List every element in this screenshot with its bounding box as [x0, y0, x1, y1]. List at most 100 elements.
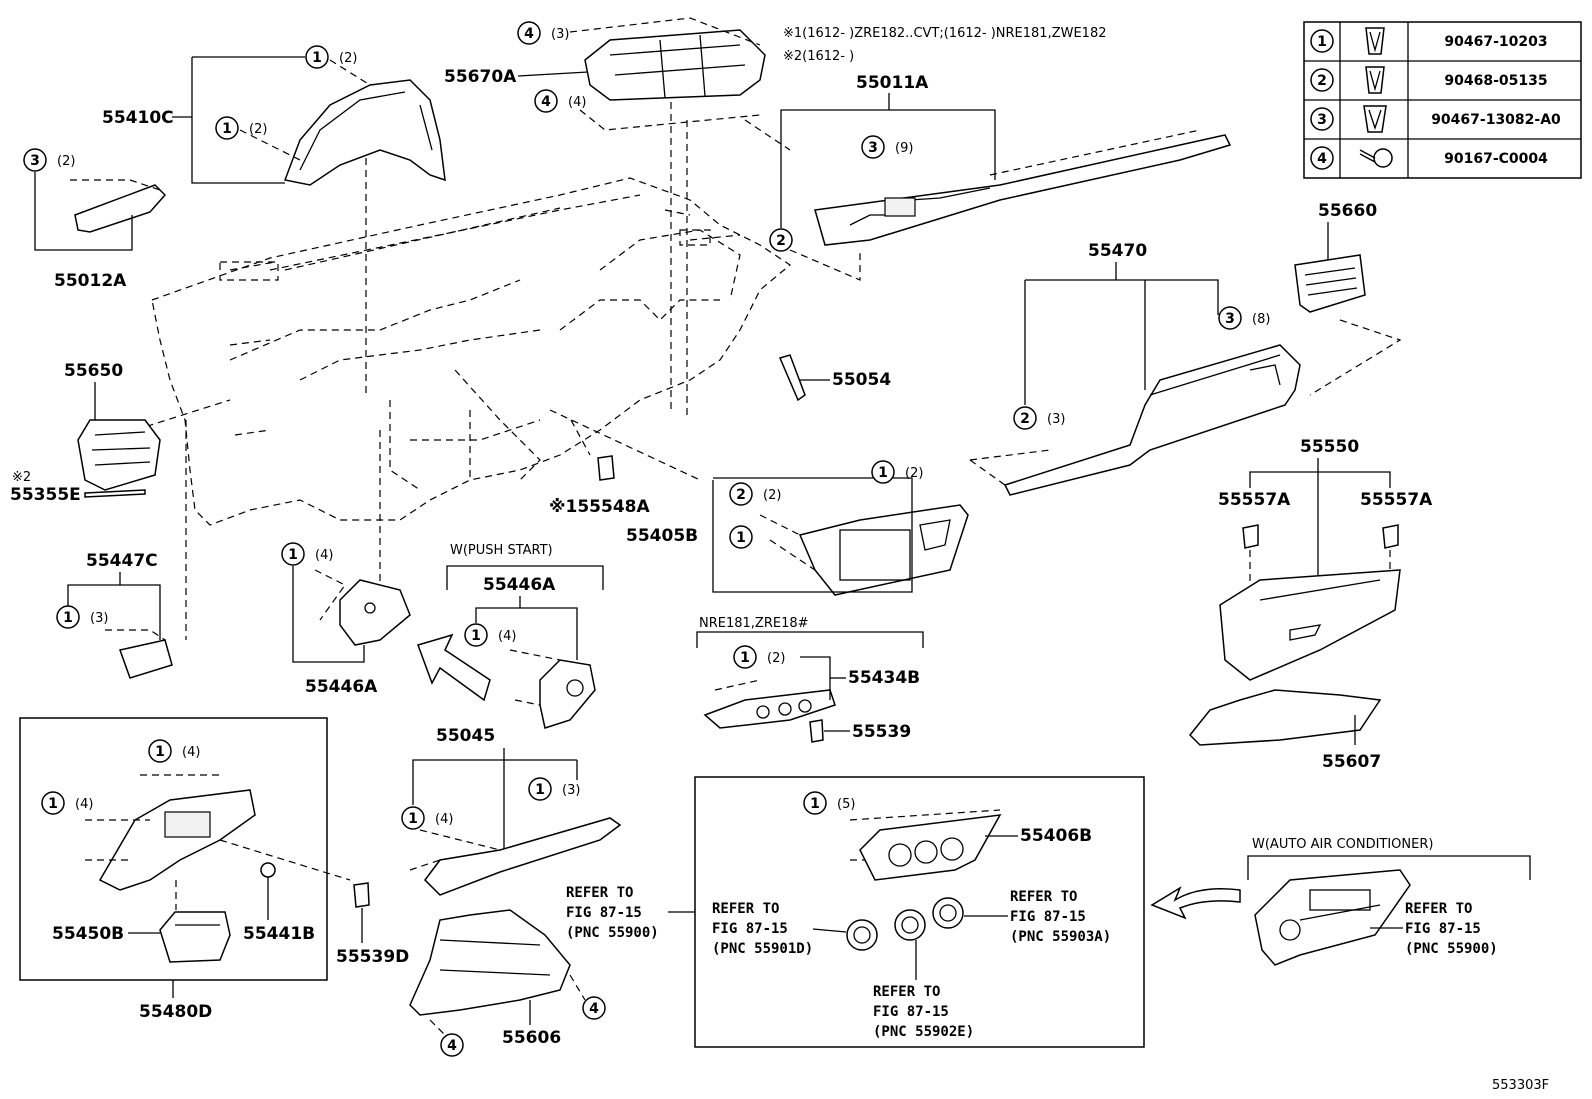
ref-fig: FIG 87-15 — [873, 1004, 949, 1020]
callout-qty: (3) — [551, 27, 569, 42]
guide-line — [969, 459, 1006, 486]
bracket — [412, 748, 578, 860]
guide-line — [789, 249, 861, 281]
part-55446a-left: 55446A — [305, 677, 378, 697]
note-mark-2: ※2 — [12, 470, 31, 485]
callout-qty: (5) — [837, 797, 855, 812]
legend-part-1: 90467-10203 — [1444, 34, 1547, 50]
label-nre: NRE181,ZRE18# — [699, 616, 809, 631]
leader — [812, 928, 847, 933]
ref-55901d: REFER TO FIG 87-15 (PNC 55901D) — [712, 901, 847, 957]
direction-arrow — [417, 633, 491, 702]
callout-qty: (2) — [249, 122, 267, 137]
part-55450b: 55450B — [52, 924, 124, 944]
guide-line — [105, 629, 166, 641]
part-55557a-left: 55557A — [1218, 490, 1291, 510]
callout-1: 1 — [312, 50, 322, 66]
callout-qty: (3) — [562, 783, 580, 798]
bracket — [475, 596, 578, 660]
knob-right — [932, 897, 964, 929]
ref-fig: FIG 87-15 — [1405, 921, 1481, 937]
ref-fig: FIG 87-15 — [712, 921, 788, 937]
callout-qty: (2) — [767, 651, 785, 666]
callout-2: 2 — [736, 487, 746, 503]
guide-line — [409, 829, 501, 871]
part-55470: 55470 — [1088, 241, 1147, 261]
guide-line — [549, 409, 701, 481]
ref-text: REFER TO — [873, 984, 940, 1000]
legend-num-4-text: 4 — [1317, 151, 1327, 167]
panel-strip-55011a — [814, 134, 1232, 246]
part-55447c: 55447C — [86, 551, 158, 571]
switch-panel-55446a — [339, 579, 411, 646]
stopper-left — [1242, 524, 1259, 549]
legend-num-3-text: 3 — [1317, 112, 1327, 128]
callout-1: 1 — [288, 547, 298, 563]
screw-icon — [1359, 148, 1393, 168]
bracket — [1249, 458, 1391, 575]
bracket — [1247, 855, 1531, 880]
callout-qty: (4) — [75, 797, 93, 812]
callout-4: 4 — [447, 1038, 457, 1054]
side-vent-55650 — [77, 419, 161, 491]
cluster-hood-55410c — [283, 79, 446, 186]
guide-line — [314, 569, 346, 621]
callout-qty: (9) — [895, 141, 913, 156]
callout-qty: (2) — [763, 488, 781, 503]
callout-1: 1 — [810, 796, 820, 812]
guide-line — [570, 419, 591, 456]
ref-pnc: (PNC 55900) — [566, 925, 659, 941]
callout-3: 3 — [868, 140, 878, 156]
ref-text: REFER TO — [712, 901, 779, 917]
legend-num-1 — [1310, 29, 1334, 53]
fastener-legend: 1 90467-10203 2 90468-05135 3 90467-1308… — [1303, 21, 1582, 179]
part-55650: 55650 — [64, 361, 123, 381]
figure-id: 553303F — [1492, 1078, 1549, 1093]
guide-line — [70, 179, 161, 191]
switch-bezel-55434b — [703, 689, 836, 729]
guide-line — [85, 774, 220, 861]
guide-line — [329, 59, 371, 86]
coin-box-55450b — [159, 911, 231, 963]
stopper-right — [1382, 524, 1399, 549]
callout-3: 3 — [1225, 311, 1235, 327]
clip-55548a — [597, 455, 615, 481]
instrument-panel-outline — [151, 177, 792, 526]
guide-line — [759, 514, 816, 571]
legend-part-4: 90167-C0004 — [1444, 151, 1548, 167]
part-55607: 55607 — [1322, 752, 1381, 772]
callout-1: 1 — [740, 650, 750, 666]
note-2: ※2(1612- ) — [783, 49, 854, 64]
callout-4: 4 — [541, 94, 551, 110]
part-55446a-push: 55446A — [483, 575, 556, 595]
ref-55900-left: REFER TO FIG 87-15 (PNC 55900) — [566, 885, 695, 941]
part-55660: 55660 — [1318, 201, 1377, 221]
part-55405b: 55405B — [626, 526, 698, 546]
bracket — [446, 565, 604, 590]
callout-2: 2 — [776, 233, 786, 249]
lower-panel-55470 — [1003, 344, 1301, 496]
guide-line — [134, 399, 231, 431]
callout-4: 4 — [589, 1001, 599, 1017]
clip-55441b — [260, 862, 276, 895]
center-bezel-55405b — [798, 504, 969, 596]
guide-line — [969, 449, 1051, 461]
part-55557a-right: 55557A — [1360, 490, 1433, 510]
legend-num-4 — [1310, 146, 1334, 170]
legend-part-2: 90468-05135 — [1444, 73, 1547, 89]
part-55045: 55045 — [436, 726, 495, 746]
leader — [800, 656, 831, 700]
part-55548a: ※155548A — [549, 497, 650, 517]
bracket — [67, 572, 161, 640]
curved-arrow — [1150, 886, 1241, 920]
guide-line — [714, 679, 761, 691]
leader — [517, 71, 589, 77]
callout-1: 1 — [736, 530, 746, 546]
callout-qty: (2) — [905, 466, 923, 481]
push-start-panel — [539, 659, 596, 729]
clip-icon — [1365, 66, 1385, 94]
guide-line — [1309, 319, 1402, 396]
ref-fig: FIG 87-15 — [1010, 909, 1086, 925]
auto-ac-panel — [1254, 869, 1411, 966]
